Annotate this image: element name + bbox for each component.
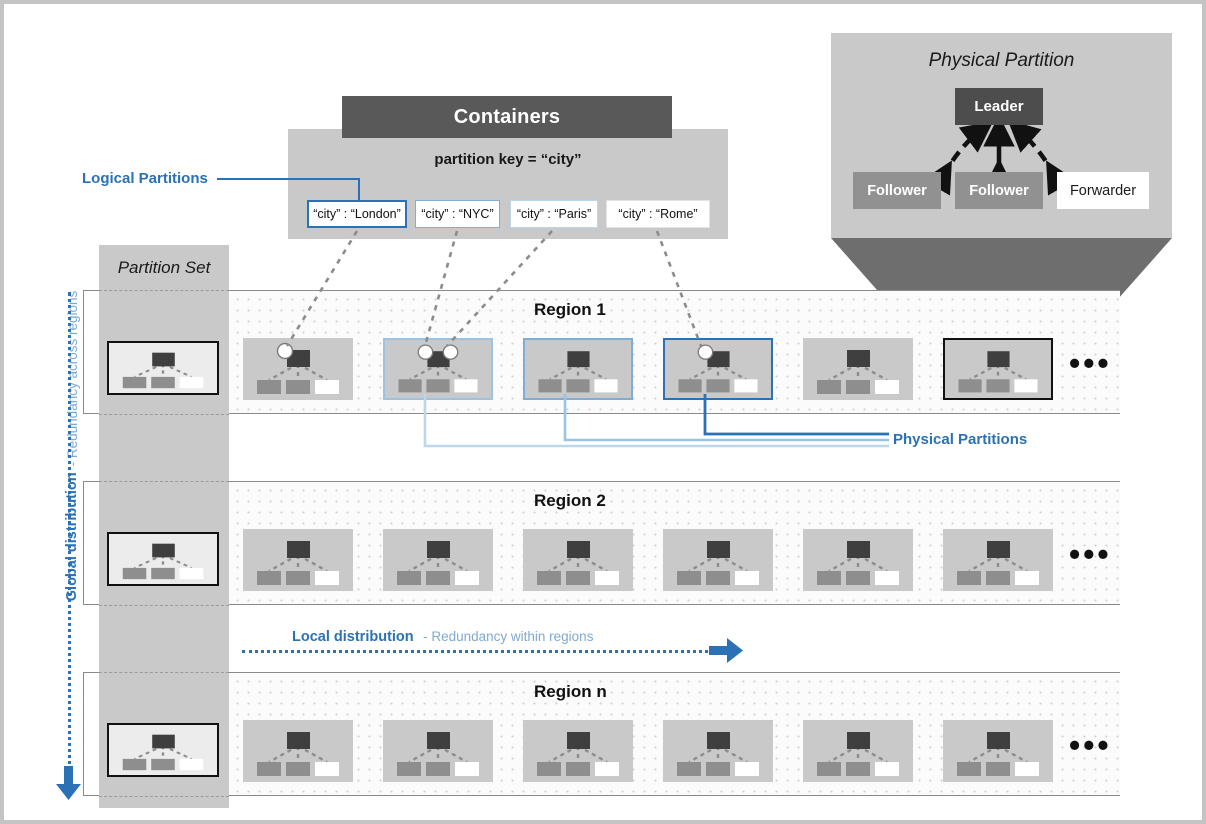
region-name-1: Region 1 [534, 300, 606, 319]
physical-partition-tile-r2-6[interactable] [943, 529, 1053, 591]
logical-partitions-label: Logical Partitions [82, 170, 208, 187]
local-distribution-sub: - Redundancy within regions [423, 629, 594, 644]
follower-node-1[interactable]: Follower [853, 172, 941, 209]
partition-set-divider-4 [99, 605, 229, 606]
region-bracket-2 [83, 481, 99, 605]
local-distribution-bold: Local distribution [292, 629, 414, 645]
physical-partition-tile-r1-1[interactable] [243, 338, 353, 400]
logical-to-physical-connectors [285, 230, 703, 347]
partition-set-tile-3[interactable] [107, 723, 219, 777]
physical-partition-title: Physical Partition [928, 50, 1075, 71]
physical-partition-tile-r2-4[interactable] [663, 529, 773, 591]
physical-partition-tile-r1-4[interactable] [663, 338, 773, 400]
region-2-ellipsis: ••• [1069, 536, 1112, 572]
containers-header: Containers [342, 96, 672, 138]
forwarder-node[interactable]: Forwarder [1057, 172, 1149, 209]
physical-partition-tile-r1-6[interactable] [943, 338, 1053, 400]
partition-set-tile-2[interactable] [107, 532, 219, 586]
physical-partition-tile-rn-2[interactable] [383, 720, 493, 782]
partition-key-label: partition key = “city” [434, 150, 582, 168]
follower-node-2[interactable]: Follower [955, 172, 1043, 209]
partition-set-title: Partition Set [117, 258, 211, 277]
leader-node[interactable]: Leader [955, 88, 1043, 125]
physical-partitions-callout-label: Physical Partitions [893, 431, 1028, 448]
local-distribution-label: Local distribution - Redundancy within r… [292, 628, 593, 646]
physical-partition-tile-r1-5[interactable] [803, 338, 913, 400]
replica-arrows [922, 115, 1076, 196]
physical-partition-tile-rn-3[interactable] [523, 720, 633, 782]
global-distribution-bold: Global distribution [64, 472, 80, 602]
region-1-ellipsis: ••• [1069, 345, 1112, 381]
region-n-ellipsis: ••• [1069, 727, 1112, 763]
physical-partition-tile-rn-1[interactable] [243, 720, 353, 782]
logical-partition-nyc[interactable]: “city” : “NYC” [415, 200, 500, 228]
logical-partition-rome[interactable]: “city” : “Rome” [606, 200, 710, 228]
logical-partition-paris[interactable]: “city” : “Paris” [510, 200, 598, 228]
physical-partitions-callout-lines [423, 394, 889, 448]
region-name-3: Region n [534, 682, 607, 701]
partition-set-divider-5 [99, 672, 229, 673]
global-distribution-axis [68, 292, 71, 772]
global-distribution-arrow-icon [56, 766, 81, 800]
region-bracket-1 [83, 290, 99, 414]
logical-partitions-connector [217, 178, 360, 202]
physical-partition-tile-r2-5[interactable] [803, 529, 913, 591]
partition-set-column [99, 245, 229, 808]
physical-partition-tile-r1-3[interactable] [523, 338, 633, 400]
physical-partition-tile-r2-1[interactable] [243, 529, 353, 591]
partition-set-tile-1[interactable] [107, 341, 219, 395]
physical-partition-tile-r2-3[interactable] [523, 529, 633, 591]
physical-partition-tile-rn-5[interactable] [803, 720, 913, 782]
global-distribution-sub: - Redundancy across regions [64, 290, 80, 467]
global-distribution-label: Global distribution - Redundancy across … [60, 291, 84, 601]
logical-partition-london[interactable]: “city” : “London” [307, 200, 407, 228]
local-distribution-axis [242, 650, 714, 653]
physical-partition-tile-r1-2[interactable] [383, 338, 493, 400]
partition-set-divider-1 [99, 290, 229, 291]
local-distribution-arrow-icon [709, 638, 743, 663]
partition-set-divider-3 [99, 481, 229, 482]
partition-set-divider-2 [99, 414, 229, 415]
region-bracket-3 [83, 672, 99, 796]
physical-partition-tile-r2-2[interactable] [383, 529, 493, 591]
physical-partition-tile-rn-6[interactable] [943, 720, 1053, 782]
region-name-2: Region 2 [534, 491, 606, 510]
partition-set-divider-6 [99, 796, 229, 797]
physical-partition-tile-rn-4[interactable] [663, 720, 773, 782]
